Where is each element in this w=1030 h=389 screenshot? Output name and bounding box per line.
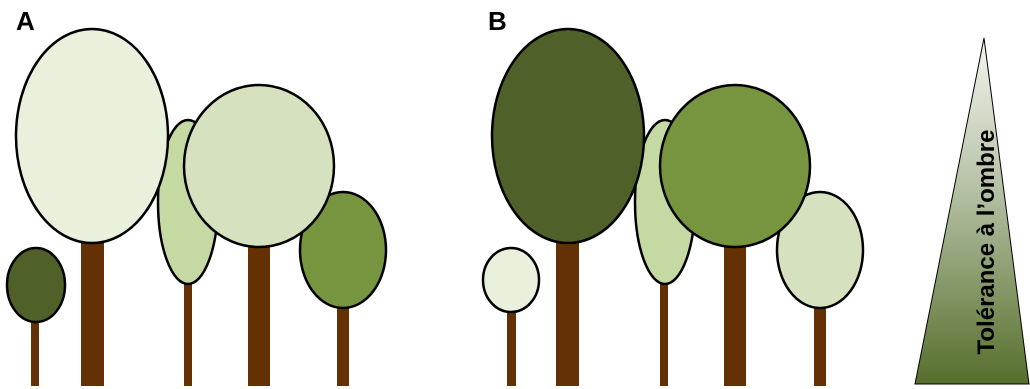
tree-trunk <box>507 308 516 386</box>
tree-crown <box>490 27 646 245</box>
tree-crown <box>182 83 336 249</box>
tree-trunk <box>724 244 746 386</box>
tree-trunk <box>660 282 668 386</box>
tree-crown <box>481 246 541 314</box>
tree-crown <box>298 190 388 310</box>
tree-crown <box>775 190 865 310</box>
shade-tolerance-scale: Tolérance à l’ombre <box>914 37 1030 385</box>
tree-trunk <box>184 282 192 386</box>
tree-crown <box>658 83 812 249</box>
shade-tolerance-label: Tolérance à l’ombre <box>973 130 1000 355</box>
tree-trunk <box>81 238 104 386</box>
tree-crown <box>14 27 170 245</box>
tree-trunk <box>814 305 826 386</box>
panel-b-trees <box>481 27 865 386</box>
tree-trunk <box>248 244 270 386</box>
tree-trunk <box>556 238 579 386</box>
tree-crown <box>5 246 67 324</box>
shade-tolerance-triangle <box>914 37 1030 385</box>
tree-trunk <box>31 318 39 386</box>
tree-trunk <box>337 305 349 386</box>
panel-b-label: B <box>488 6 507 36</box>
panel-a-trees <box>5 27 388 386</box>
panel-a-label: A <box>16 6 35 36</box>
